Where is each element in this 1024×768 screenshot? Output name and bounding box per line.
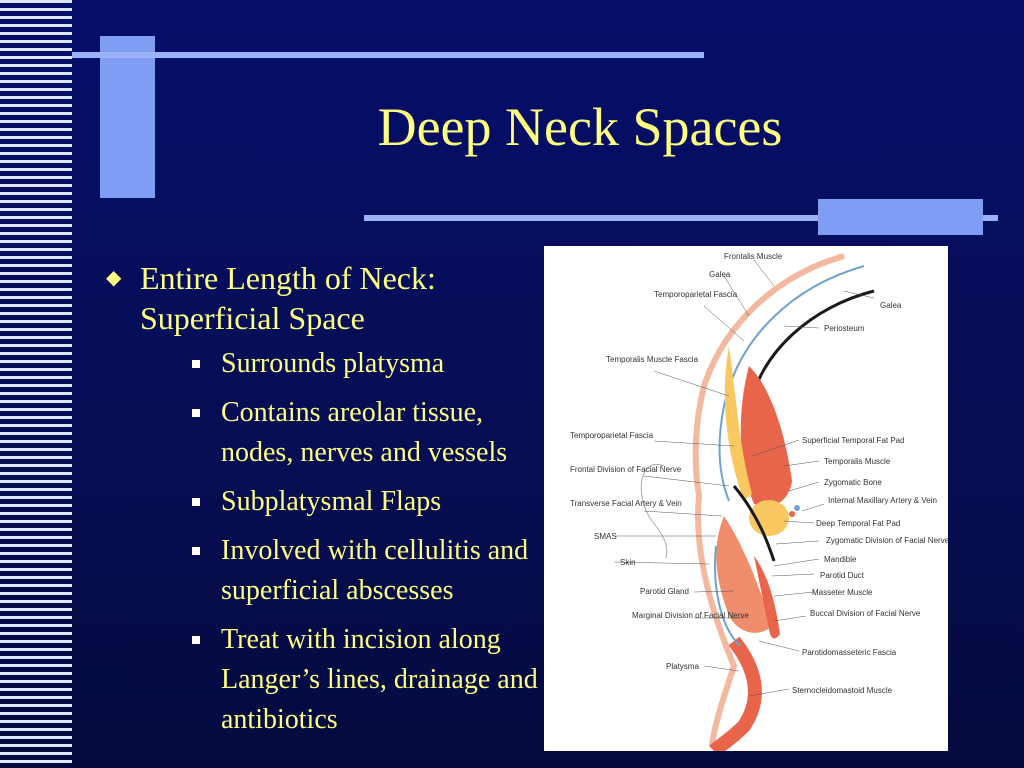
sub-bullet: Subplatysmal Flaps — [140, 482, 544, 522]
label-galea: Galea — [709, 270, 731, 279]
decorative-block-top — [100, 36, 155, 198]
label-marginal-division-facial-nerve: Marginal Division of Facial Nerve — [632, 611, 749, 620]
label-parotid-duct: Parotid Duct — [820, 571, 865, 580]
label-frontal-division-facial-nerve: Frontal Division of Facial Nerve — [570, 465, 682, 474]
bullet-list: ◆ Entire Length of Neck: Superficial Spa… — [104, 258, 544, 749]
label-temporoparietal-fascia: Temporoparietal Fascia — [654, 290, 738, 299]
label-smas: SMAS — [594, 532, 617, 541]
square-bullet-icon — [192, 636, 200, 644]
facial-layers-diagram: Frontalis Muscle Galea Temporoparietal F… — [570, 252, 948, 751]
sub-bullet: Treat with incision along Langer’s lines… — [140, 620, 544, 740]
sub-bullet-list: Surrounds platysma Contains areolar tiss… — [140, 344, 544, 740]
label-mandible: Mandible — [824, 555, 857, 564]
label-temporoparietal-fascia-2: Temporoparietal Fascia — [570, 431, 654, 440]
sub-bullet: Surrounds platysma — [140, 344, 544, 384]
label-platysma: Platysma — [666, 662, 699, 671]
decorative-block-bottom — [818, 199, 983, 235]
diamond-bullet-icon: ◆ — [106, 267, 122, 289]
label-transverse-facial-artery-vein: Transverse Facial Artery & Vein — [570, 499, 682, 508]
main-bullet-text: Entire Length of Neck: Superficial Space — [140, 260, 436, 336]
label-temporalis-muscle: Temporalis Muscle — [824, 457, 891, 466]
decorative-line-bottom — [364, 215, 998, 221]
square-bullet-icon — [192, 409, 200, 417]
label-buccal-division-facial-nerve: Buccal Division of Facial Nerve — [810, 609, 921, 618]
label-galea-right: Galea — [880, 301, 902, 310]
square-bullet-icon — [192, 360, 200, 368]
sub-bullet: Contains areolar tissue, nodes, nerves a… — [140, 393, 544, 473]
label-parotid-gland: Parotid Gland — [640, 587, 689, 596]
label-zygomatic-bone: Zygomatic Bone — [824, 478, 882, 487]
anatomy-figure: Frontalis Muscle Galea Temporoparietal F… — [544, 246, 948, 751]
decorative-line-top — [72, 52, 704, 58]
sub-bullet: Involved with cellulitis and superficial… — [140, 531, 544, 611]
label-deep-temporal-fat-pad: Deep Temporal Fat Pad — [816, 519, 900, 528]
main-bullet: ◆ Entire Length of Neck: Superficial Spa… — [104, 258, 544, 740]
square-bullet-icon — [192, 498, 200, 506]
label-periosteum: Periosteum — [824, 324, 865, 333]
slide-title: Deep Neck Spaces — [377, 97, 783, 157]
label-frontalis-muscle: Frontalis Muscle — [724, 252, 783, 261]
label-masseter-muscle: Masseter Muscle — [812, 588, 873, 597]
label-temporalis-muscle-fascia: Temporalis Muscle Fascia — [606, 355, 699, 364]
label-sternocleidomastoid-muscle: Sternocleidomastoid Muscle — [792, 686, 893, 695]
label-skin: Skin — [620, 558, 636, 567]
label-zygomatic-division-facial-nerve: Zygomatic Division of Facial Nerve — [826, 536, 948, 545]
decorative-stripes — [0, 0, 72, 768]
square-bullet-icon — [192, 547, 200, 555]
label-internal-maxillary-artery-vein: Internal Maxillary Artery & Vein — [828, 496, 937, 505]
label-parotidomasseteric-fascia: Parotidomasseteric Fascia — [802, 648, 897, 657]
label-superficial-temporal-fat-pad: Superficial Temporal Fat Pad — [802, 436, 905, 445]
